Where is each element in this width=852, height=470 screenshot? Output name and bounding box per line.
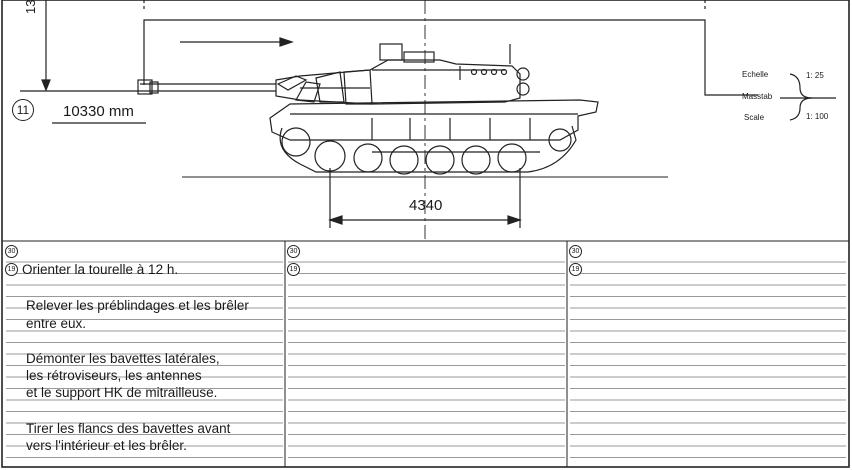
scale-label-masstab: Masstab — [742, 92, 773, 101]
table-ruled-lines — [6, 261, 846, 458]
row-marker-col2: 19 — [287, 263, 300, 276]
track-length-dimension — [328, 168, 522, 228]
scale-value-1-25: 1: 25 — [806, 71, 824, 80]
instruction-table-grid — [2, 240, 849, 467]
instruction-line: et le support HK de mitrailleuse. — [26, 385, 218, 400]
length-label: 10330 mm — [63, 103, 134, 120]
row-marker-col3: 30 — [569, 245, 582, 258]
row-marker-col2: 30 — [287, 245, 300, 258]
tank-hull — [269, 99, 599, 153]
scale-label-echelle: Echelle — [742, 70, 769, 79]
row-marker-col1: 19 — [5, 263, 18, 276]
clearance-envelope — [143, 19, 758, 96]
row-marker-col1: 30 — [5, 245, 18, 258]
track-length-label: 4340 — [409, 197, 443, 214]
instruction-line: Démonter les bavettes latérales, — [26, 351, 220, 366]
instruction-line: vers l'intérieur et les brêler. — [26, 438, 187, 453]
tank-turret — [275, 43, 530, 105]
instruction-line: Orienter la tourelle à 12 h. — [22, 262, 179, 277]
instruction-line: entre eux. — [26, 316, 87, 331]
scale-label-scale: Scale — [744, 113, 765, 122]
tank-gun-barrel — [137, 79, 276, 95]
instruction-line: Relever les préblindages et les brêler — [26, 298, 249, 313]
height-label: 13 — [23, 0, 38, 14]
step-number-badge: 11 — [12, 99, 34, 121]
instruction-line: les rétroviseurs, les antennes — [26, 368, 202, 383]
tank-track — [279, 125, 577, 175]
row-marker-col3: 19 — [569, 263, 582, 276]
instruction-line: Tirer les flancs des bavettes avant — [26, 421, 231, 436]
scale-value-1-100: 1: 100 — [806, 112, 829, 121]
